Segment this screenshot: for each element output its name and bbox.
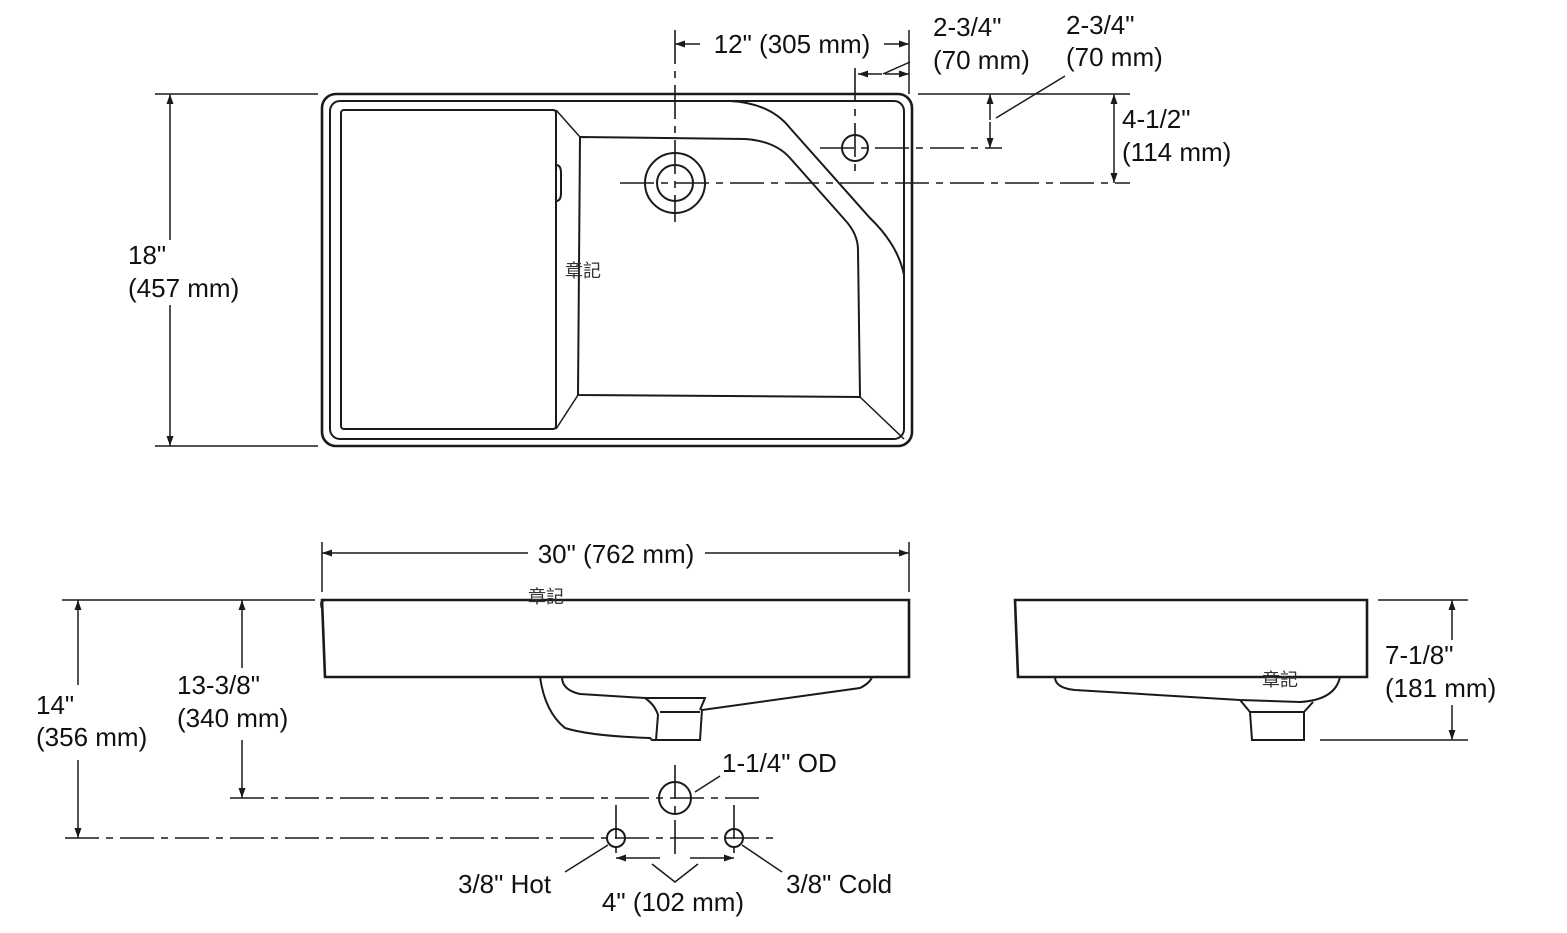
watermark: 章記 (1262, 670, 1298, 691)
depth-label-mm: (457 mm) (128, 273, 239, 303)
front-view: 30" (762 mm) 1-1/4" OD 3/8" Hot 3/8" Col… (36, 539, 911, 917)
hole-depth-label-mm: (114 mm) (1122, 137, 1231, 167)
hole-side-label-mm: (70 mm) (1066, 42, 1163, 72)
hole-setback-label-mm: (70 mm) (933, 45, 1030, 75)
supply-spacing-label: 4" (102 mm) (602, 887, 744, 917)
sink-inner-rim (329, 100, 905, 440)
deck-ledge (729, 100, 905, 276)
basin-outline (576, 135, 862, 399)
cold-label: 3/8" Cold (786, 869, 892, 899)
sink-body-side (1013, 598, 1369, 679)
drain-height-label-mm: (340 mm) (177, 703, 288, 733)
hole-setback-label-in: 2-3/4" (933, 12, 1002, 42)
sink-outer-rim (320, 92, 914, 448)
supply-height-label-in: 14" (36, 690, 74, 720)
width-label: 30" (762 mm) (538, 539, 695, 569)
basin-underside-front (539, 676, 873, 741)
plan-view: 12" (305 mm) 2-3/4" (70 mm) 2-3/4" (70 m… (128, 10, 1231, 448)
side-view: 7-1/8" (181 mm) 章記 (1013, 598, 1496, 741)
hot-supply (606, 828, 626, 848)
watermark: 章記 (528, 587, 564, 608)
depth-label-in: 18" (128, 240, 166, 270)
drain-height-label-in: 13-3/8" (177, 670, 260, 700)
side-height-label-in: 7-1/8" (1385, 640, 1454, 670)
drain-outlet (658, 781, 692, 815)
sink-body-front (320, 598, 911, 679)
hot-label: 3/8" Hot (458, 869, 552, 899)
drain-od-label: 1-1/4" OD (722, 748, 837, 778)
side-height-label-mm: (181 mm) (1385, 673, 1496, 703)
drainboard-panel (340, 109, 557, 430)
watermark: 章記 (565, 261, 601, 282)
hole-depth-label-in: 4-1/2" (1122, 104, 1191, 134)
hole-side-label-in: 2-3/4" (1066, 10, 1135, 40)
supply-height-label-mm: (356 mm) (36, 722, 147, 752)
cold-supply (724, 828, 744, 848)
faucet-offset-label: 12" (305 mm) (714, 29, 871, 59)
